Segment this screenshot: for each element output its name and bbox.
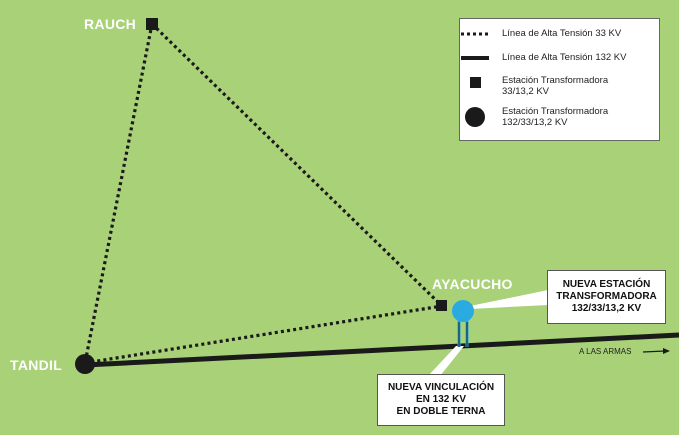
- city-rauch-label: RAUCH: [84, 16, 137, 32]
- new-station-circle: [452, 300, 474, 322]
- tandil-station-circle: [75, 354, 95, 374]
- direction-arrow-icon: [643, 348, 670, 354]
- direction-label: A LAS ARMAS: [579, 347, 631, 356]
- city-tandil-label: TANDIL: [10, 357, 63, 373]
- line-33kv-rauch-ayacucho: [150, 22, 444, 308]
- square-symbol: [470, 77, 481, 88]
- circle-symbol: [465, 107, 485, 127]
- legend-label-station-33: Estación Transformadora 33/13,2 KV: [502, 75, 609, 97]
- callout-connector-vinculacion: [428, 346, 464, 376]
- dotted-line-symbol: [461, 32, 489, 36]
- callout-nueva-estacion: NUEVA ESTACIÓN TRANSFORMADORA 132/33/13,…: [547, 270, 666, 324]
- legend: Línea de Alta Tensión 33 KV Línea de Alt…: [459, 18, 660, 141]
- city-ayacucho-label: AYACUCHO: [432, 276, 513, 292]
- legend-label-station-132: Estación Transformadora 132/33/13,2 KV: [502, 106, 609, 128]
- line-132kv: [84, 332, 679, 368]
- callout-connector-estacion: [470, 290, 548, 309]
- legend-label-33kv: Línea de Alta Tensión 33 KV: [502, 28, 622, 39]
- solid-line-symbol: [461, 56, 489, 60]
- line-33kv-rauch-tandil: [83, 23, 154, 364]
- rauch-station-square: [146, 18, 158, 30]
- direction-label-text: A LAS ARMAS: [579, 347, 632, 356]
- callout-nueva-vinculacion: NUEVA VINCULACIÓN EN 132 KV EN DOBLE TER…: [377, 374, 505, 426]
- ayacucho-station-square: [436, 300, 447, 311]
- legend-label-132kv: Línea de Alta Tensión 132 KV: [502, 52, 627, 63]
- line-33kv-tandil-ayacucho: [84, 304, 443, 365]
